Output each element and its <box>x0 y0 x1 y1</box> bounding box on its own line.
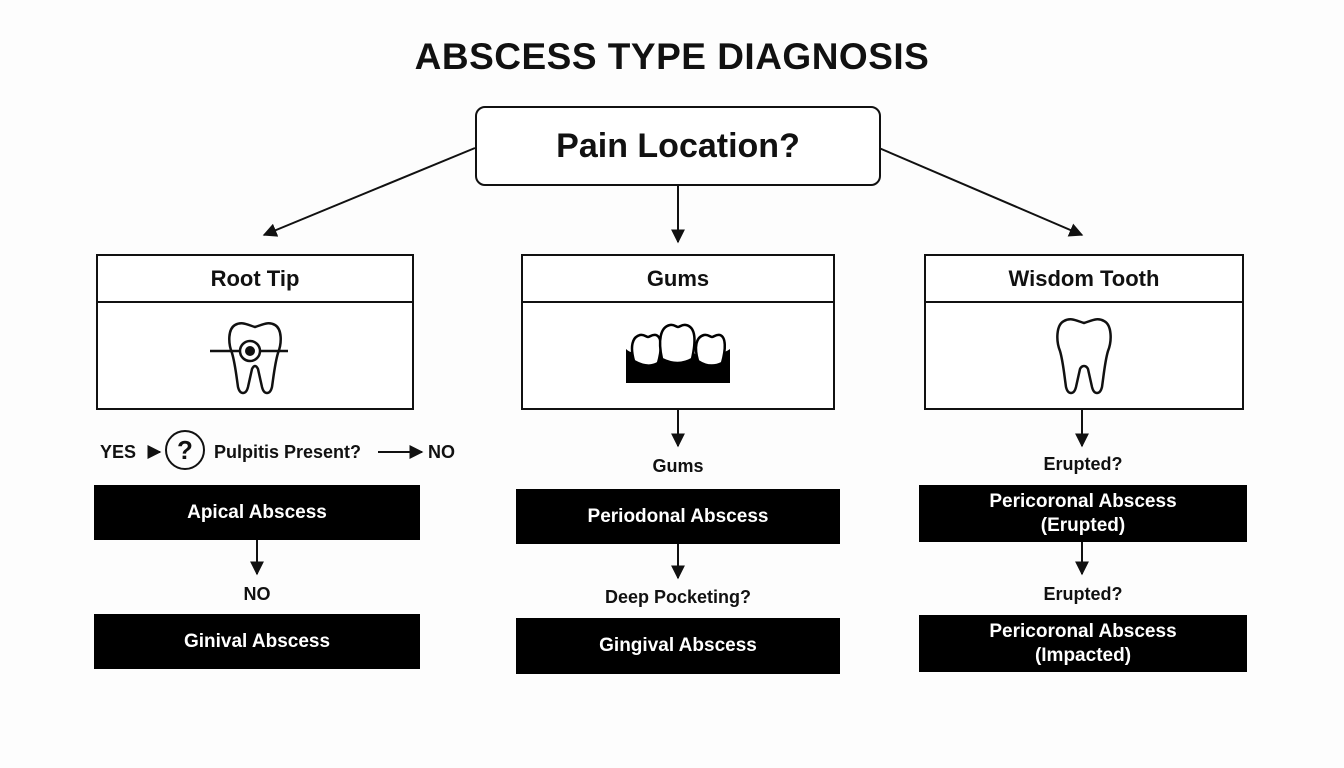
category-wisdom-tooth-label: Wisdom Tooth <box>926 256 1242 303</box>
category-gums-label: Gums <box>523 256 833 303</box>
tooth-icon <box>1056 318 1112 395</box>
category-root-tip: Root Tip <box>96 254 414 410</box>
result-pericoronal-erupted: Pericoronal Abscess (Erupted) <box>919 485 1247 542</box>
deep-pocketing-question: Deep Pocketing? <box>604 587 752 607</box>
result-pericoronal-erupted-line1: Pericoronal Abscess <box>989 490 1177 512</box>
result-ginival-abscess-label: Ginival Abscess <box>183 630 331 652</box>
arrow-root-to-wisdom <box>878 147 1084 237</box>
root-question-box: Pain Location? <box>475 106 881 186</box>
result-pericoronal-impacted-line2: (Impacted) <box>1034 644 1132 666</box>
gums-teeth-icon <box>626 323 730 383</box>
yes-label: YES <box>100 442 137 462</box>
pulpitis-question: Pulpitis Present? <box>214 442 362 462</box>
result-apical-abscess-label: Apical Abscess <box>187 501 327 523</box>
result-periodonal-abscess-label: Periodonal Abscess <box>587 505 769 527</box>
diagram-title: ABSCESS TYPE DIAGNOSIS <box>414 36 930 77</box>
erupted-question-1: Erupted? <box>1043 454 1123 474</box>
result-gingival-abscess-label: Gingival Abscess <box>599 635 757 656</box>
category-gums: Gums <box>521 254 835 410</box>
result-gingival-abscess: Gingival Abscess <box>516 618 840 674</box>
category-root-tip-label: Root Tip <box>98 256 412 303</box>
result-periodonal-abscess: Periodonal Abscess <box>516 489 840 544</box>
result-ginival-abscess: Ginival Abscess <box>94 614 420 669</box>
result-pericoronal-impacted: Pericoronal Abscess (Impacted) <box>919 615 1247 672</box>
gums-question-label: Gums <box>652 456 704 476</box>
no-label-2: NO <box>243 584 271 604</box>
root-question-label: Pain Location? <box>556 126 800 165</box>
no-label: NO <box>428 442 455 462</box>
arrow-root-to-root-tip <box>262 147 476 237</box>
result-pericoronal-erupted-line2: (Erupted) <box>1040 514 1126 536</box>
result-pericoronal-impacted-line1: Pericoronal Abscess <box>989 620 1177 642</box>
tooth-root-tip-icon <box>210 322 288 395</box>
erupted-question-2: Erupted? <box>1043 584 1123 604</box>
category-wisdom-tooth: Wisdom Tooth <box>924 254 1244 410</box>
question-mark-icon: ? <box>165 430 205 470</box>
result-apical-abscess: Apical Abscess <box>94 485 420 540</box>
